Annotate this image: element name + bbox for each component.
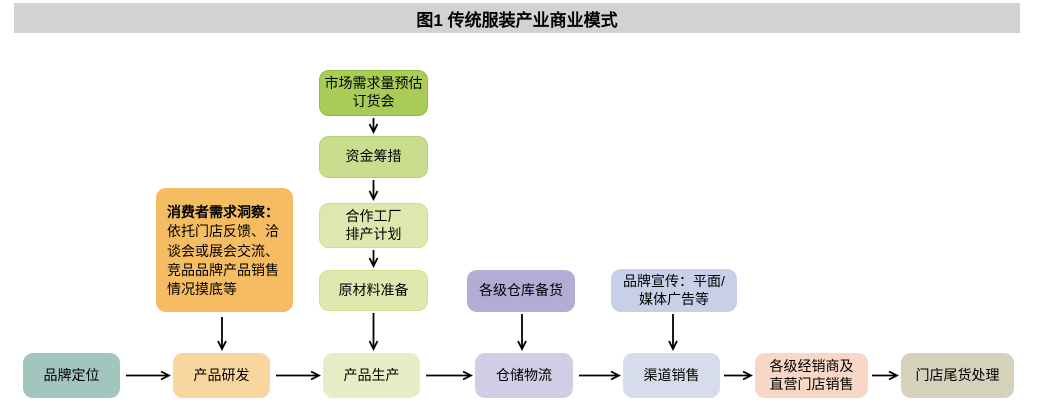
node-brand-promotion: 品牌宣传：平面/ 媒体广告等 [611, 269, 737, 312]
node-warehouse-logistics: 仓储物流 [475, 353, 573, 398]
node-channel-sales: 渠道销售 [623, 353, 720, 398]
diagram-title: 图1 传统服装产业商业模式 [416, 10, 618, 30]
node-raw-materials: 原材料准备 [319, 270, 428, 311]
node-funding: 资金筹措 [319, 136, 428, 178]
node-brand-positioning: 品牌定位 [23, 353, 120, 398]
node-market-demand-forecast: 市场需求量预估 订货会 [319, 70, 428, 116]
node-consumer-insight: 消费者需求洞察： 依托门店反馈、洽谈会或展会交流、竞品品牌产品销售情况摸底等 [156, 188, 293, 312]
node-clearance: 门店尾货处理 [901, 353, 1014, 398]
node-dealer-store-sales: 各级经销商及 直营门店销售 [755, 353, 868, 398]
node-product-rnd: 产品研发 [173, 353, 270, 398]
node-factory-scheduling: 合作工厂 排产计划 [319, 203, 428, 248]
node-warehouse-stocking: 各级仓库备货 [467, 270, 575, 312]
diagram-title-bar: 图1 传统服装产业商业模式 [14, 3, 1020, 33]
node-production: 产品生产 [323, 353, 420, 398]
consumer-insight-heading: 消费者需求洞察： [167, 204, 279, 220]
consumer-insight-body: 依托门店反馈、洽谈会或展会交流、竞品品牌产品销售情况摸底等 [167, 223, 279, 298]
